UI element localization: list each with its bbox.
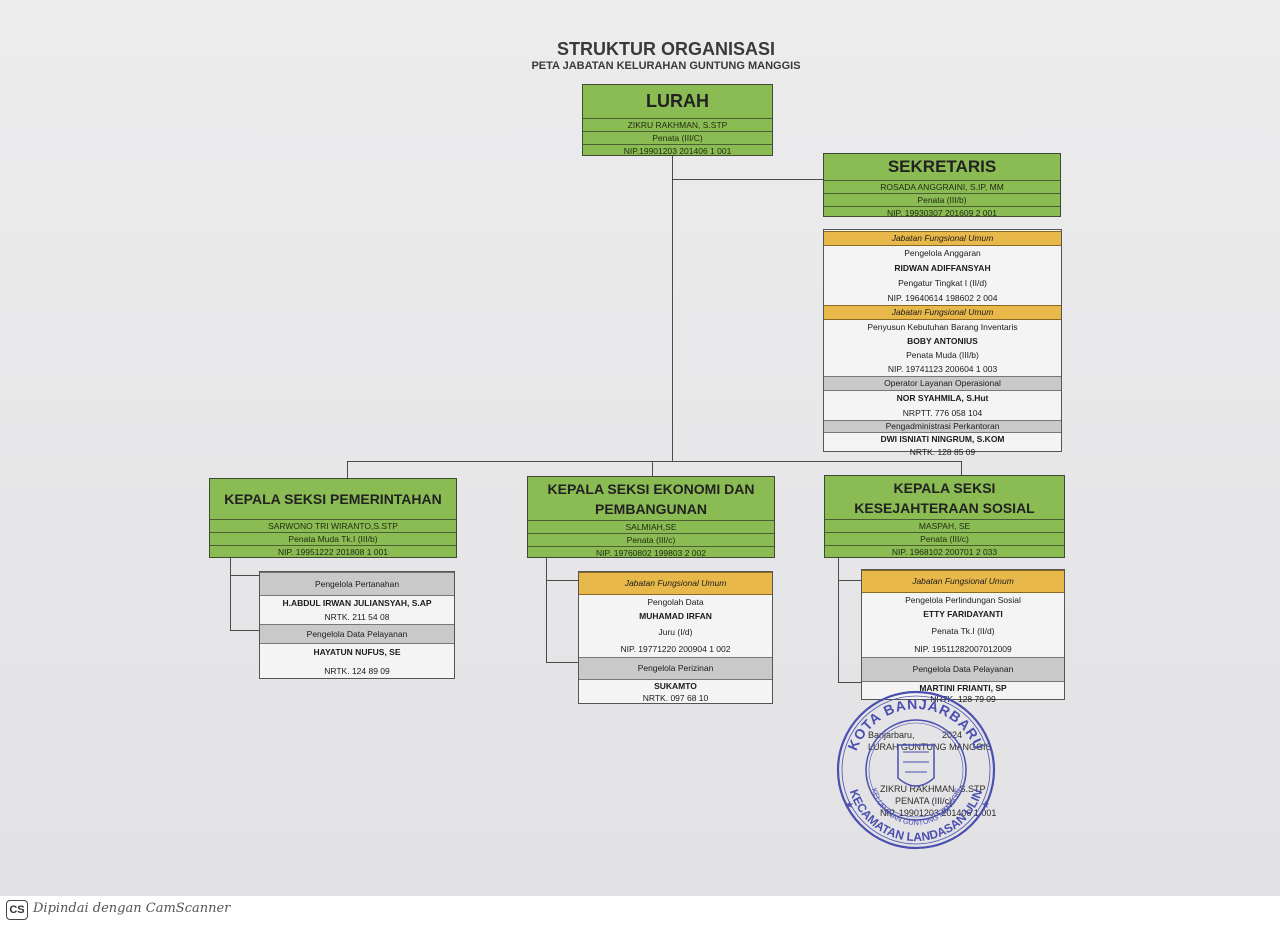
sekretaris-box: SEKRETARIS ROSADA ANGGRAINI, S.IP, MM Pe…	[823, 153, 1061, 219]
seksi-kesos-staff-box: Jabatan Fungsional Umum Pengelola Perlin…	[861, 569, 1065, 704]
staff-section-label: Pengelola Perizinan	[579, 657, 772, 680]
staff-role: Penyusun Kebutuhan Barang Inventaris	[867, 322, 1018, 332]
staff-id: NRTK. 124 89 09	[324, 666, 390, 676]
connector-line	[652, 461, 653, 477]
staff-section-label: Pengelola Pertanahan	[260, 572, 454, 596]
connector-line	[546, 662, 579, 663]
lurah-nip: NIP.19901203 201406 1 001	[583, 144, 772, 157]
signature-date: Banjarbaru, 2024	[868, 730, 963, 740]
staff-name: BOBY ANTONIUS	[907, 336, 978, 346]
connector-line	[672, 156, 673, 462]
sekretaris-nip: NIP. 19930307 201609 2 001	[824, 206, 1060, 219]
seksi-ekonomi-staff-box: Jabatan Fungsional Umum Pengolah Data MU…	[578, 571, 773, 704]
connector-line	[672, 179, 824, 180]
staff-section-label: Pengadministrasi Perkantoran	[824, 420, 1061, 433]
seksi-head-nip: NIP. 1968102 200701 2 033	[825, 545, 1064, 558]
staff-section-label: Pengelola Data Pelayanan	[260, 624, 454, 644]
seksi-head-name: SALMIAH,SE	[528, 520, 774, 533]
staff-id: NRTK. 128 79 09	[930, 694, 996, 704]
connector-line	[230, 556, 231, 630]
staff-nip: NIP. 19741123 200604 1 003	[887, 364, 998, 374]
staff-name: DWI ISNIATI NINGRUM, S.KOM	[880, 434, 1005, 444]
staff-rank: Juru (I/d)	[658, 627, 693, 637]
staff-id: NRTK. 211 54 08	[324, 612, 390, 622]
seksi-pemerintahan-box: KEPALA SEKSI PEMERINTAHAN SARWONO TRI WI…	[209, 478, 457, 558]
staff-section-label: Jabatan Fungsional Umum	[862, 570, 1064, 593]
lurah-title: LURAH	[646, 91, 709, 111]
seksi-head-rank: Penata Muda Tk.I (III/b)	[210, 532, 456, 545]
connector-line	[838, 580, 862, 581]
lurah-rank: Penata (III/C)	[583, 131, 772, 144]
lurah-box: LURAH ZIKRU RAKHMAN, S.STP Penata (III/C…	[582, 84, 773, 156]
seksi-pemerintahan-staff-box: Pengelola Pertanahan H.ABDUL IRWAN JULIA…	[259, 571, 455, 679]
connector-line	[347, 461, 962, 462]
staff-nip: NIP. 19640614 198602 2 004	[887, 293, 998, 303]
connector-line	[347, 461, 348, 479]
signature-nip: NIP. 19901203 201406 1 001	[880, 808, 997, 818]
staff-id: NRTK. 097 68 10	[642, 693, 709, 703]
staff-section-label: Operator Layanan Operasional	[824, 376, 1061, 391]
staff-id: NRPTT. 776 058 104	[902, 408, 983, 418]
seksi-head-rank: Penata (III/c)	[825, 532, 1064, 545]
seksi-head-nip: NIP. 19951222 201808 1 001	[210, 545, 456, 558]
staff-name: H.ABDUL IRWAN JULIANSYAH, S.AP	[282, 598, 432, 608]
staff-rank: Penata Muda (III/b)	[906, 350, 979, 360]
sekretaris-rank: Penata (III/b)	[824, 193, 1060, 206]
connector-line	[838, 682, 862, 683]
staff-nip: NIP. 19511282007012009	[914, 644, 1012, 654]
signature-office: LURAH GUNTUNG MANGGIS	[868, 742, 992, 752]
page-title: STRUKTUR ORGANISASI	[556, 39, 775, 59]
scanner-footer-text: Dipindai dengan CamScanner	[33, 901, 231, 916]
staff-section-label: Pengelola Data Pelayanan	[862, 657, 1064, 682]
staff-role: Pengolah Data	[647, 597, 704, 607]
page-subtitle: PETA JABATAN KELURAHAN GUNTUNG MANGGIS	[531, 60, 801, 72]
seksi-kesos-box: KEPALA SEKSI KESEJAHTERAAN SOSIAL MASPAH…	[824, 475, 1065, 558]
signature-name: ZIKRU RAKHMAN, S.STP	[880, 784, 986, 794]
staff-name: HAYATUN NUFUS, SE	[313, 647, 401, 657]
seksi-ekonomi-box: KEPALA SEKSI EKONOMI DAN PEMBANGUNAN SAL…	[527, 476, 775, 558]
sekretaris-staff-box: Jabatan Fungsional Umum Pengelola Anggar…	[823, 229, 1062, 457]
seksi-head-name: SARWONO TRI WIRANTO,S.STP	[210, 519, 456, 532]
connector-line	[230, 630, 260, 631]
staff-name: NOR SYAHMILA, S.Hut	[896, 393, 989, 403]
lurah-name: ZIKRU RAKHMAN, S.STP	[583, 118, 772, 131]
seksi-title: KEPALA SEKSI EKONOMI DAN PEMBANGUNAN	[547, 480, 755, 517]
connector-line	[546, 556, 547, 663]
staff-rank: Pengatur Tingkat I (II/d)	[898, 278, 987, 288]
seksi-head-nip: NIP. 19760802 199803 2 002	[528, 546, 774, 559]
staff-rank: Penata Tk.I (II/d)	[931, 626, 995, 636]
staff-nip: NIP. 19771220 200904 1 002	[620, 644, 731, 654]
camscanner-logo-icon: CS	[6, 900, 28, 920]
staff-name: ETTY FARIDAYANTI	[923, 609, 1003, 619]
staff-section-label: Jabatan Fungsional Umum	[824, 231, 1061, 246]
staff-name: MARTINI FRIANTI, SP	[919, 683, 1007, 693]
seksi-head-name: MASPAH, SE	[825, 519, 1064, 532]
staff-section-label: Jabatan Fungsional Umum	[579, 572, 772, 595]
seksi-head-rank: Penata (III/c)	[528, 533, 774, 546]
scanner-footer	[0, 896, 1280, 929]
staff-name: MUHAMAD IRFAN	[639, 611, 712, 621]
seksi-title: KEPALA SEKSI PEMERINTAHAN	[224, 491, 442, 507]
staff-name: SUKAMTO	[654, 681, 697, 691]
connector-line	[961, 461, 962, 476]
sekretaris-title: SEKRETARIS	[887, 157, 997, 176]
signature-rank: PENATA (III/c)	[895, 796, 953, 806]
staff-role: Pengelola Anggaran	[904, 248, 981, 258]
seksi-title: KEPALA SEKSI KESEJAHTERAAN SOSIAL	[854, 479, 1035, 516]
connector-line	[838, 556, 839, 683]
staff-id: NRTK. 128 85 09	[909, 447, 976, 457]
staff-name: RIDWAN ADIFFANSYAH	[894, 263, 991, 273]
sekretaris-name: ROSADA ANGGRAINI, S.IP, MM	[824, 180, 1060, 193]
connector-line	[546, 580, 579, 581]
staff-role: Pengelola Perlindungan Sosial	[905, 595, 1021, 605]
staff-section-label: Jabatan Fungsional Umum	[824, 305, 1061, 320]
connector-line	[230, 575, 260, 576]
